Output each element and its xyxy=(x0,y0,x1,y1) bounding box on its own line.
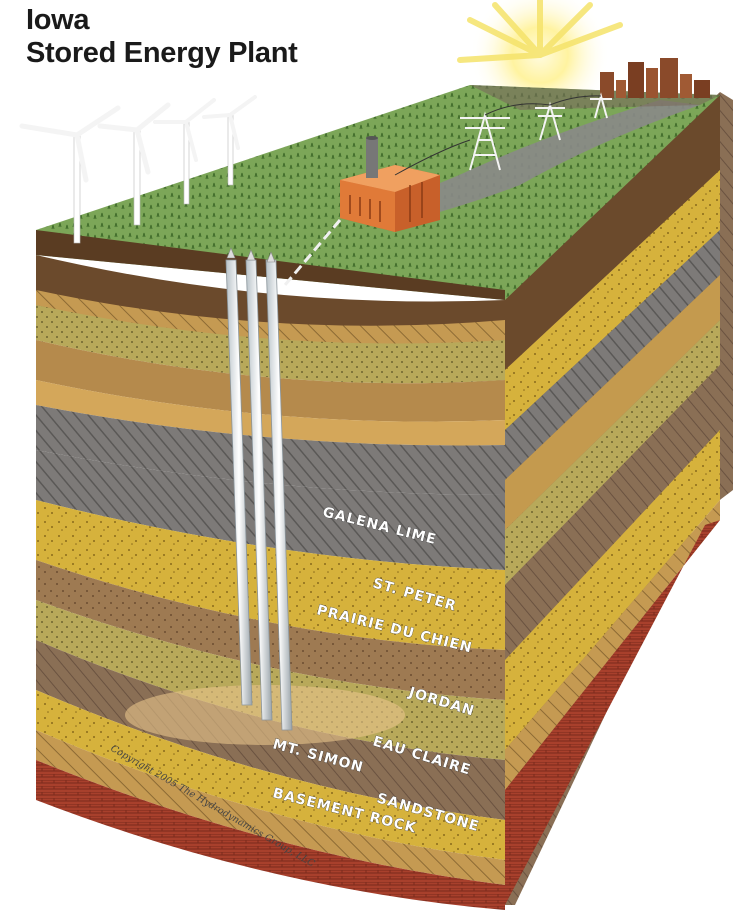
city-skyline-icon xyxy=(600,58,710,98)
diagram-title: Iowa Stored Energy Plant xyxy=(26,4,298,70)
wind-turbines-icon xyxy=(19,95,257,244)
title-line-1: Iowa xyxy=(26,4,90,36)
transmission-towers-icon xyxy=(460,92,612,171)
power-plant-building-icon xyxy=(283,136,471,286)
title-line-2: Stored Energy Plant xyxy=(26,37,298,69)
injection-wells-icon xyxy=(225,247,293,731)
block-side-face xyxy=(505,92,733,905)
